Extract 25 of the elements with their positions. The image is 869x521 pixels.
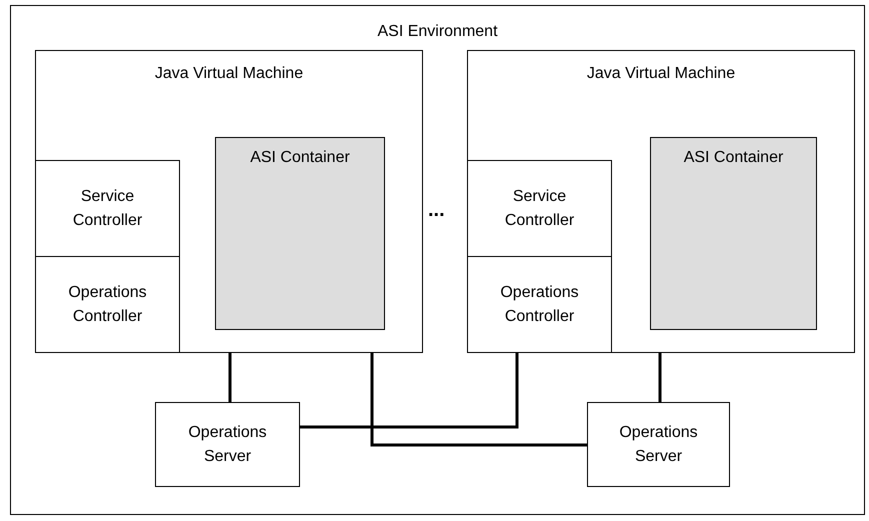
connector-line — [370, 353, 587, 446]
connector-line — [658, 353, 662, 402]
container-box — [215, 137, 385, 330]
vm-box — [467, 50, 855, 353]
environment-frame — [10, 5, 865, 515]
box-title: Java Virtual Machine — [154, 64, 304, 84]
box-title: ASI Container — [684, 148, 784, 168]
box-title: ASI Container — [250, 148, 350, 168]
box-label: Operations Server — [618, 422, 699, 466]
box-label: Operations Controller — [499, 282, 580, 326]
connector-line — [300, 353, 518, 428]
connector-line — [228, 353, 232, 402]
ellipsis-text: ... — [428, 198, 445, 222]
box-label: Service Controller — [72, 186, 144, 230]
frame-title: ASI Environment — [377, 22, 498, 42]
server-box — [155, 402, 300, 487]
controller-box — [35, 160, 180, 257]
controller-box — [467, 160, 612, 257]
server-box — [587, 402, 730, 487]
vm-box — [35, 50, 423, 353]
box-title: Java Virtual Machine — [586, 64, 736, 84]
box-label: Service Controller — [504, 186, 576, 230]
container-box — [650, 137, 817, 330]
box-label: Operations Controller — [67, 282, 148, 326]
box-label: Operations Server — [187, 422, 268, 466]
